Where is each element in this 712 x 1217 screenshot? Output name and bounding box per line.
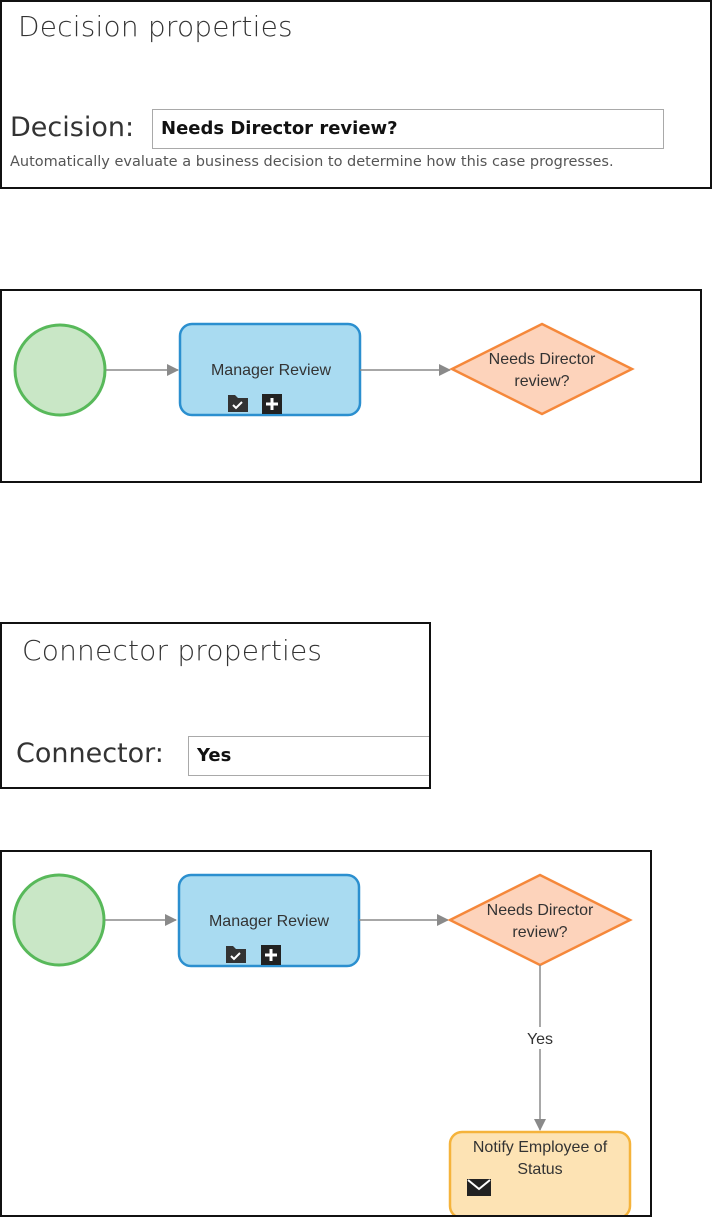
- decision-label-line2: review?: [512, 924, 567, 941]
- panel-title: Decision properties: [18, 10, 293, 43]
- plus-icon: [261, 945, 281, 965]
- notify-employee-shape[interactable]: Notify Employee of Status: [448, 1130, 632, 1217]
- start-event[interactable]: [12, 873, 106, 967]
- decision-label-line1: Needs Director: [487, 902, 594, 919]
- connector-label: Connector:: [16, 738, 164, 769]
- decision-label: Decision:: [10, 112, 135, 143]
- decision-shape[interactable]: Needs Director review?: [449, 322, 635, 416]
- decision-help-text: Automatically evaluate a business decisi…: [10, 154, 614, 170]
- decision-label-line2: review?: [514, 373, 569, 390]
- assignment-manager-review[interactable]: Manager Review: [177, 873, 361, 968]
- assignment-manager-review[interactable]: Manager Review: [178, 322, 362, 417]
- envelope-icon: [467, 1179, 491, 1196]
- flow-diagram-2: Manager Review Needs Director review? Ye…: [0, 850, 652, 1217]
- flow-2-canvas: Manager Review Needs Director review? Ye…: [12, 873, 633, 1217]
- notify-label-line1: Notify Employee of: [473, 1139, 608, 1156]
- connector-properties-panel: Connector properties Connector: Yes: [0, 622, 431, 789]
- connector-field[interactable]: Yes: [188, 736, 429, 776]
- folder-check-icon: [226, 946, 246, 963]
- decision-shape[interactable]: Needs Director review?: [447, 873, 633, 967]
- decision-label-line1: Needs Director: [489, 351, 596, 368]
- notify-label-line2: Status: [517, 1161, 562, 1178]
- flow-diagram-1: Manager Review Needs Director review?: [0, 289, 702, 483]
- flow-1-canvas: Manager Review Needs Director review?: [13, 322, 635, 417]
- folder-check-icon: [228, 395, 248, 412]
- decision-field[interactable]: Needs Director review?: [152, 109, 664, 149]
- decision-properties-panel: Decision properties Decision: Needs Dire…: [0, 0, 712, 189]
- plus-icon: [262, 394, 282, 414]
- connector-yes-label: Yes: [527, 1031, 553, 1048]
- panel-title: Connector properties: [22, 634, 323, 667]
- assignment-label: Manager Review: [209, 913, 330, 930]
- start-event[interactable]: [13, 323, 107, 417]
- connector-yes[interactable]: Yes: [527, 965, 553, 1131]
- assignment-label: Manager Review: [211, 362, 332, 379]
